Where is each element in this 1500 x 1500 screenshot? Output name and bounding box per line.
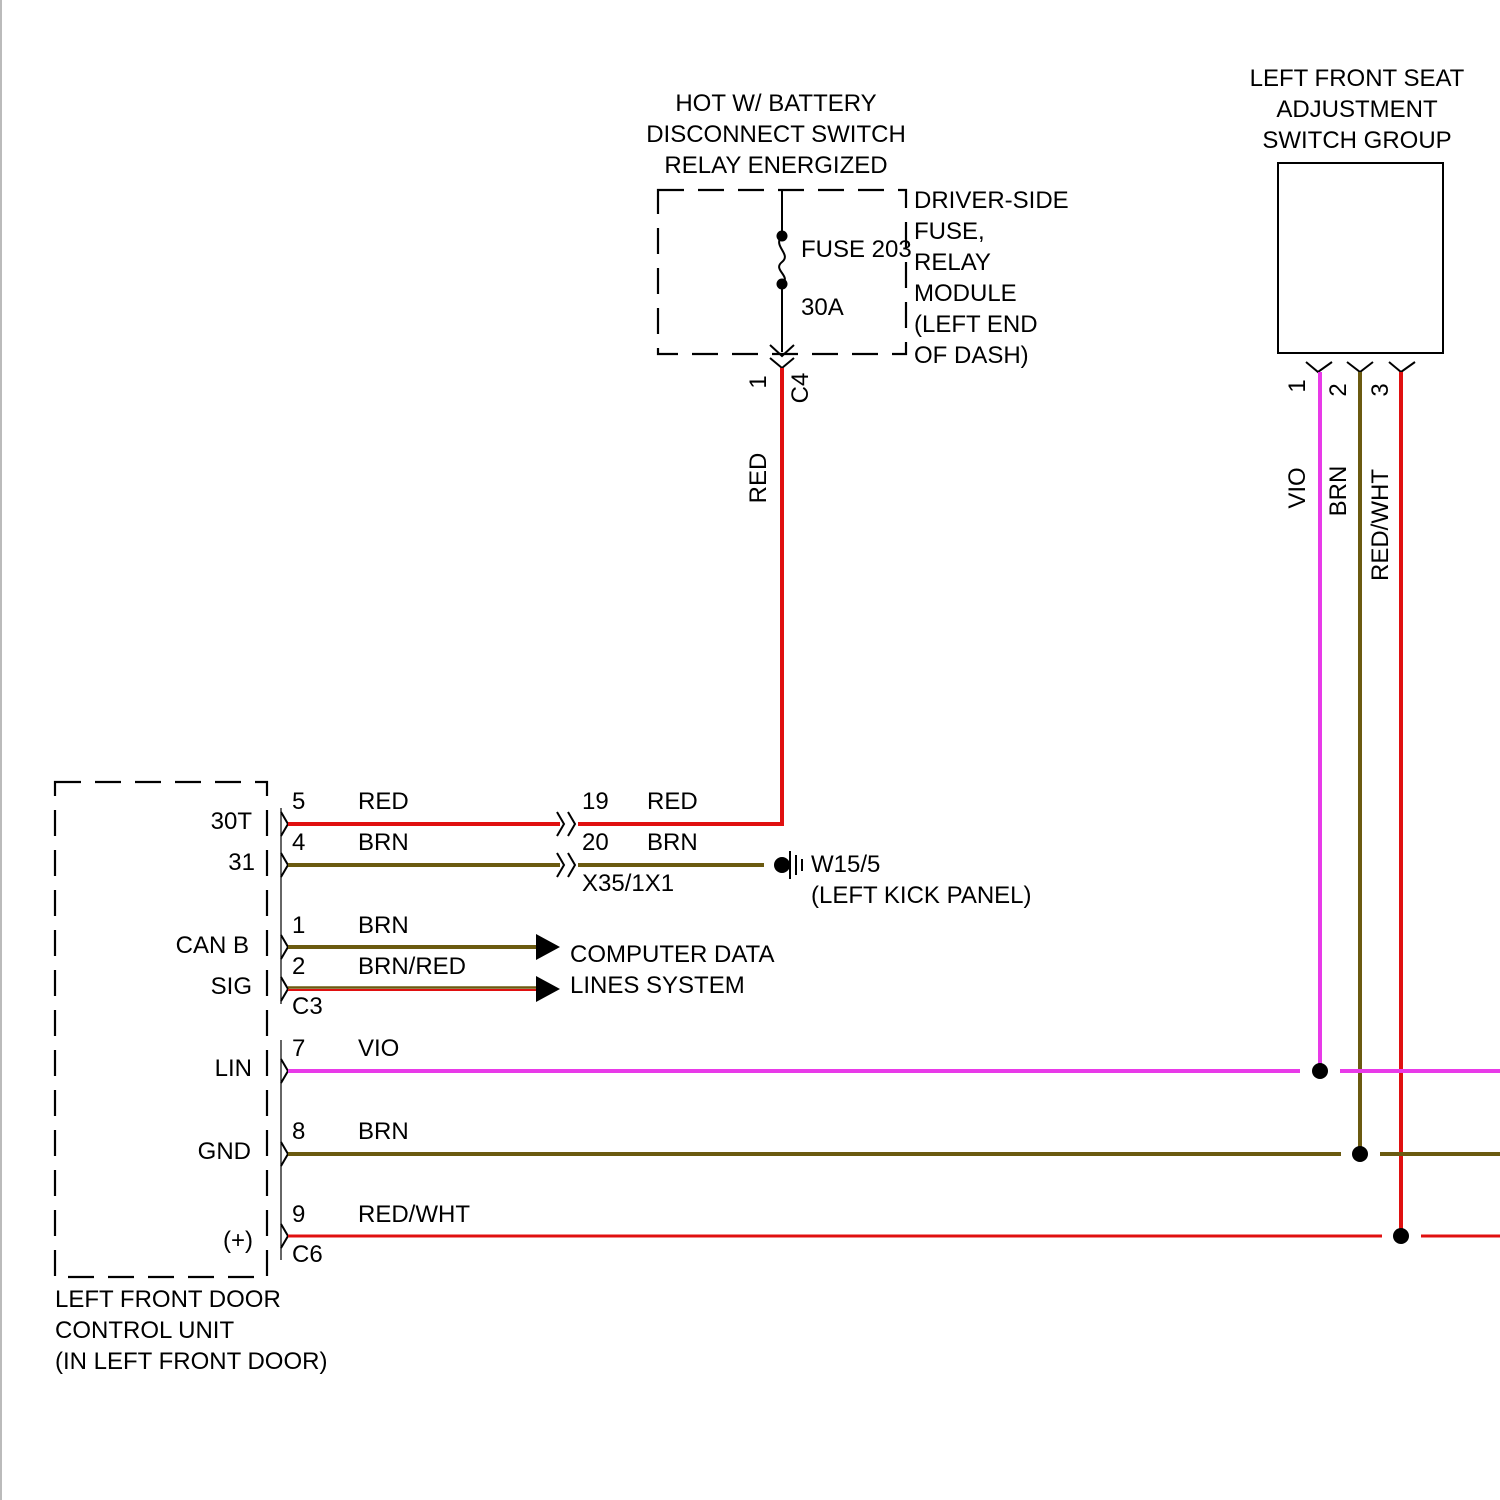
inline-pin-20-label: 20 bbox=[582, 829, 609, 856]
door-unit-title-2: CONTROL UNIT bbox=[55, 1317, 234, 1344]
terminal-canb-label: CAN B bbox=[176, 932, 249, 959]
fuse-rating-label: 30A bbox=[801, 294, 844, 321]
data-lines-label-1: COMPUTER DATA bbox=[570, 941, 774, 968]
seat-wire-brn-label: BRN bbox=[1325, 466, 1352, 517]
fuse-side-label-3: RELAY bbox=[914, 249, 991, 276]
seat-switch-box bbox=[1278, 163, 1443, 353]
pin-9-label: 9 bbox=[292, 1201, 305, 1228]
fuse-header-line-2: DISCONNECT SWITCH bbox=[646, 121, 906, 148]
fuse-name-label: FUSE 203 bbox=[801, 236, 912, 263]
door-connector-chevrons bbox=[281, 812, 288, 1248]
wire-canb-color-label: BRN bbox=[358, 912, 409, 939]
ground-label-2: (LEFT KICK PANEL) bbox=[811, 882, 1032, 909]
door-unit-title-3: (IN LEFT FRONT DOOR) bbox=[55, 1348, 327, 1375]
pin-1-label: 1 bbox=[292, 912, 305, 939]
wire-red-fuse-feed bbox=[578, 368, 782, 824]
fuse-header-line-3: RELAY ENERGIZED bbox=[664, 152, 887, 179]
terminal-30t-label: 30T bbox=[211, 808, 253, 835]
terminal-31-label: 31 bbox=[228, 849, 255, 876]
terminal-plus-label: (+) bbox=[223, 1227, 253, 1254]
ground-label-1: W15/5 bbox=[811, 851, 880, 878]
seat-wire-vio-label: VIO bbox=[1284, 467, 1311, 508]
fuse-wire-color-label: RED bbox=[745, 453, 772, 504]
splice-vio bbox=[1312, 1063, 1328, 1079]
seat-switch-connector-symbol bbox=[1306, 362, 1415, 372]
seat-switch-title-2: ADJUSTMENT bbox=[1276, 96, 1438, 123]
wire-gnd-color-label: BRN bbox=[358, 1118, 409, 1145]
inline-red-label: RED bbox=[647, 788, 698, 815]
seat-pin-3-label: 3 bbox=[1367, 383, 1394, 396]
pin-8-label: 8 bbox=[292, 1118, 305, 1145]
ground-point: W15/5 (LEFT KICK PANEL) bbox=[774, 851, 1032, 909]
pin-7-label: 7 bbox=[292, 1035, 305, 1062]
wire-sig-color-label: BRN/RED bbox=[358, 953, 466, 980]
terminal-gnd-label: GND bbox=[198, 1138, 251, 1165]
door-unit-title-1: LEFT FRONT DOOR bbox=[55, 1286, 281, 1313]
splice-brn bbox=[1352, 1146, 1368, 1162]
fuse-header-line-1: HOT W/ BATTERY bbox=[675, 90, 876, 117]
seat-switch-title-1: LEFT FRONT SEAT bbox=[1250, 65, 1465, 92]
door-control-unit: 30T 31 CAN B SIG LIN GND (+) LEFT FRONT … bbox=[55, 782, 327, 1375]
wire-lin-color-label: VIO bbox=[358, 1035, 399, 1062]
fuse-side-label-4: MODULE bbox=[914, 280, 1017, 307]
sig-arrow-icon bbox=[536, 976, 560, 1002]
seat-switch-title-3: SWITCH GROUP bbox=[1262, 127, 1451, 154]
canb-arrow-icon bbox=[536, 934, 560, 960]
terminal-lin-label: LIN bbox=[215, 1055, 252, 1082]
wire-plus-color-label: RED/WHT bbox=[358, 1201, 470, 1228]
inline-connector-symbol bbox=[557, 812, 575, 877]
inline-pin-19-label: 19 bbox=[582, 788, 609, 815]
ground-splice-dot bbox=[774, 857, 790, 873]
connector-c6-label: C6 bbox=[292, 1241, 323, 1268]
seat-pin-1-label: 1 bbox=[1284, 379, 1311, 392]
connector-c3-label: C3 bbox=[292, 993, 323, 1020]
pin-2-label: 2 bbox=[292, 953, 305, 980]
fuse-block: HOT W/ BATTERY DISCONNECT SWITCH RELAY E… bbox=[646, 90, 1068, 503]
c4-pin-label: 1 bbox=[745, 375, 772, 388]
data-lines-label-2: LINES SYSTEM bbox=[570, 972, 745, 999]
inline-connector-x35: 19 RED 20 BRN X35/1X1 bbox=[557, 788, 698, 897]
c4-connector-label: C4 bbox=[787, 373, 814, 404]
fuse-side-label-6: OF DASH) bbox=[914, 342, 1029, 369]
fuse-side-label-1: DRIVER-SIDE bbox=[914, 187, 1069, 214]
terminal-sig-label: SIG bbox=[211, 973, 252, 1000]
seat-switch-group: LEFT FRONT SEAT ADJUSTMENT SWITCH GROUP … bbox=[1250, 65, 1465, 581]
wire-30t-color-label: RED bbox=[358, 788, 409, 815]
pin-5-label: 5 bbox=[292, 788, 305, 815]
splice-redwht bbox=[1393, 1228, 1409, 1244]
seat-wire-redwht-label: RED/WHT bbox=[1367, 469, 1394, 581]
fuse-symbol bbox=[779, 236, 785, 284]
inline-connector-label: X35/1X1 bbox=[582, 870, 674, 897]
seat-pin-2-label: 2 bbox=[1325, 383, 1352, 396]
fuse-side-label-2: FUSE, bbox=[914, 218, 985, 245]
fuse-side-label-5: (LEFT END bbox=[914, 311, 1038, 338]
inline-brn-label: BRN bbox=[647, 829, 698, 856]
pin-4-label: 4 bbox=[292, 829, 305, 856]
wire-31-color-label: BRN bbox=[358, 829, 409, 856]
